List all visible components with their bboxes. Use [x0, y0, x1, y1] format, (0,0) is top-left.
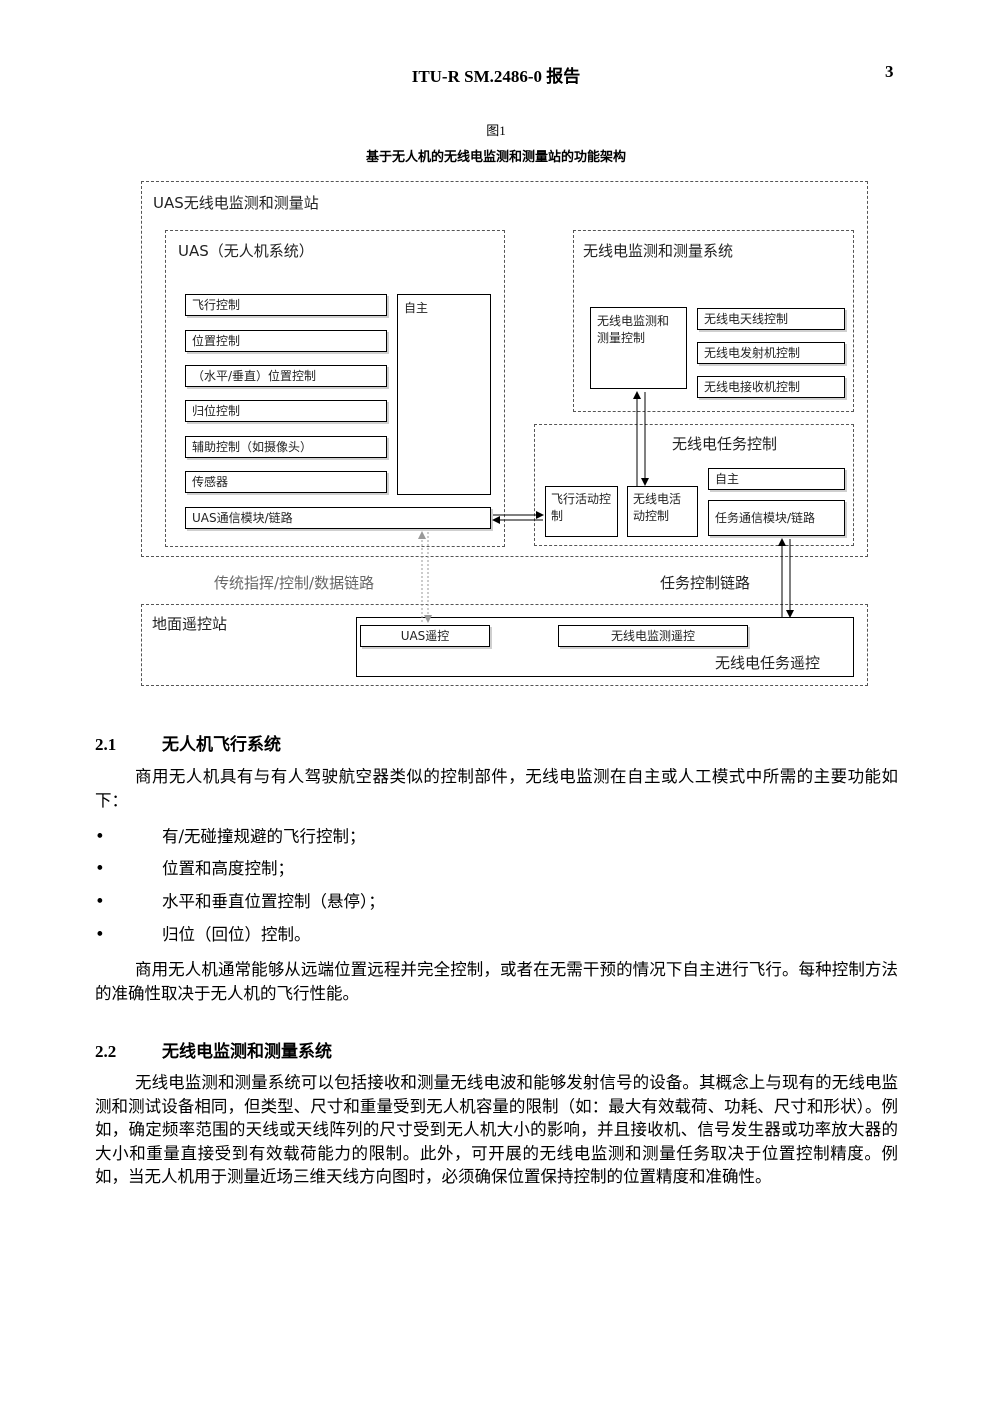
radio-activity-control: 无线电活动控制: [627, 486, 698, 537]
section-2-1-intro: 商用无人机具有与有人驾驶航空器类似的控制部件，无线电监测在自主或人工模式中所需的…: [95, 767, 898, 810]
radio-mission-remote-label: 无线电任务遥控: [715, 654, 821, 672]
radio-receiver-control: 无线电接收机控制: [697, 376, 845, 398]
page-header-title: ITU-R SM.2486-0 报告: [411, 67, 581, 86]
bullet-item: •水平和垂直位置控制（悬停）；: [95, 892, 385, 911]
radio-system-label: 无线电监测和测量系统: [583, 242, 734, 260]
section-2-2-body: 无线电监测和测量系统可以包括接收和测量无线电波和能够发射信号的设备。其概念上与现…: [95, 1073, 898, 1186]
radio-monitoring-remote: 无线电监测遥控: [558, 625, 748, 647]
mission-control-label: 无线电任务控制: [672, 435, 778, 453]
figure-diagram: UAS无线电监测和测量站 UAS（无人机系统） 飞行控制 位置控制 （水平/垂直…: [0, 0, 992, 700]
page-number: 3: [885, 62, 894, 81]
uas-item-flight-control: 飞行控制: [185, 294, 387, 316]
traditional-link-label: 传统指挥/控制/数据链路: [214, 574, 375, 592]
uas-remote: UAS遥控: [360, 625, 490, 647]
radio-antenna-control: 无线电天线控制: [697, 308, 845, 330]
uas-system-box: [165, 230, 505, 547]
ground-station-label: 地面遥控站: [152, 615, 228, 633]
mission-comm-module: 任务通信模块/链路: [708, 500, 845, 536]
uas-autonomous-box: 自主: [397, 294, 491, 495]
section-2-1-outro: 商用无人机通常能够从远端位置远程并完全控制，或者在无需干预的情况下自主进行飞行。…: [95, 960, 898, 1003]
uas-item-sensor: 传感器: [185, 471, 387, 493]
diagram-connectors: [418, 391, 794, 623]
figure-title: 基于无人机的无线电监测和测量站的功能架构: [365, 150, 626, 165]
uas-item-position-control: 位置控制: [185, 330, 387, 352]
uas-item-aux-control: 辅助控制（如摄像头）: [185, 436, 387, 458]
uas-station-label: UAS无线电监测和测量站: [153, 194, 319, 212]
mission-link-label: 任务控制链路: [660, 574, 751, 592]
figure-number: 图1: [486, 123, 506, 138]
ground-remote-box: [356, 617, 854, 677]
radio-system-box: [573, 230, 854, 412]
radio-monitoring-control: 无线电监测和测量控制: [590, 307, 687, 389]
uas-system-label: UAS（无人机系统）: [178, 242, 314, 260]
bullet-item: •有/无碰撞规避的飞行控制；: [95, 827, 366, 846]
mission-control-box: [534, 424, 854, 546]
uas-comm-module: UAS通信模块/链路: [185, 507, 491, 529]
radio-transmitter-control: 无线电发射机控制: [697, 342, 845, 364]
bullet-item: •位置和高度控制；: [95, 859, 294, 878]
uas-item-homing-control: 归位控制: [185, 400, 387, 422]
ground-station-box: [141, 604, 868, 686]
uas-station-box: [141, 181, 868, 557]
uas-item-hv-position-control: （水平/垂直）位置控制: [185, 365, 387, 387]
mission-autonomous: 自主: [708, 468, 845, 490]
bullet-item: •归位（回位）控制。: [95, 925, 311, 944]
flight-activity-control: 飞行活动控制: [545, 486, 618, 537]
